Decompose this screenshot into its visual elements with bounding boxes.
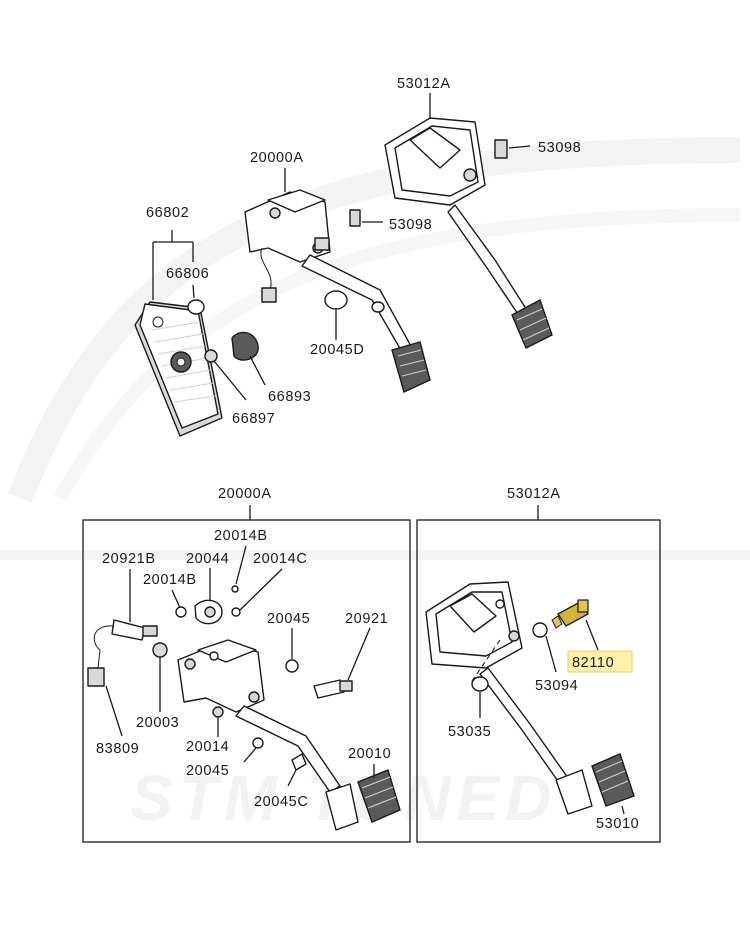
plug-20045D [324,290,348,340]
label-20014B-b: 20014B [143,572,197,588]
pad-20010 [357,764,401,823]
clutch-detail-box [416,519,661,843]
label-53012A-box: 53012A [507,486,561,502]
label-66897: 66897 [232,411,275,427]
stopper-66897 [204,349,247,401]
label-20045C: 20045C [254,794,308,810]
cap-20045-a [285,628,299,673]
label-20045-b: 20045 [186,763,229,779]
cap-20045-b [243,737,264,763]
clip-parts [175,585,241,625]
label-53094: 53094 [535,678,578,694]
brake-pedal-detail [177,639,359,831]
bushing-20003 [152,642,168,712]
label-20014: 20014 [186,739,229,755]
watermark-background: STM TUNED [0,137,750,834]
stopper-66893 [231,331,266,386]
pad-53010 [591,753,635,815]
switch-20921 [313,627,371,699]
label-20000A-box: 20000A [218,486,272,502]
label-53010: 53010 [596,816,639,832]
label-82110: 82110 [572,655,614,671]
clutch-pedal-bracket [384,117,553,349]
highlight-82110 [567,650,633,673]
nut-53094 [532,622,557,673]
label-20045-a: 20045 [267,611,310,627]
stopper-66806 [187,284,205,315]
label-66893: 66893 [268,389,311,405]
brake-detail-box [82,519,411,843]
bolt-53098-b [349,209,383,227]
label-20014C: 20014C [253,551,307,567]
clutch-pedal-detail [425,581,593,815]
label-66802: 66802 [146,205,189,221]
label-53012A-top: 53012A [397,76,451,92]
bolt-53098-a [494,139,531,159]
brake-pedal-bracket [244,189,431,393]
clutch-switch-82110 [551,599,599,651]
label-53035: 53035 [448,724,491,740]
label-53098-a: 53098 [538,140,581,156]
label-20010: 20010 [348,746,391,762]
nut-20014 [212,706,224,737]
cap-20045C [287,753,307,787]
label-20044: 20044 [186,551,229,567]
cap-53035 [471,676,489,718]
label-53098-b: 53098 [389,217,432,233]
label-66806: 66806 [166,266,209,282]
label-83809: 83809 [96,741,139,757]
label-20003: 20003 [136,715,179,731]
label-20921B: 20921B [102,551,156,567]
accelerator-pedal [134,301,223,437]
label-20014B-a: 20014B [214,528,268,544]
label-20921: 20921 [345,611,388,627]
label-20045D: 20045D [310,342,364,358]
label-20000A-top: 20000A [250,150,304,166]
stop-lamp-switch-20921B [87,619,158,687]
